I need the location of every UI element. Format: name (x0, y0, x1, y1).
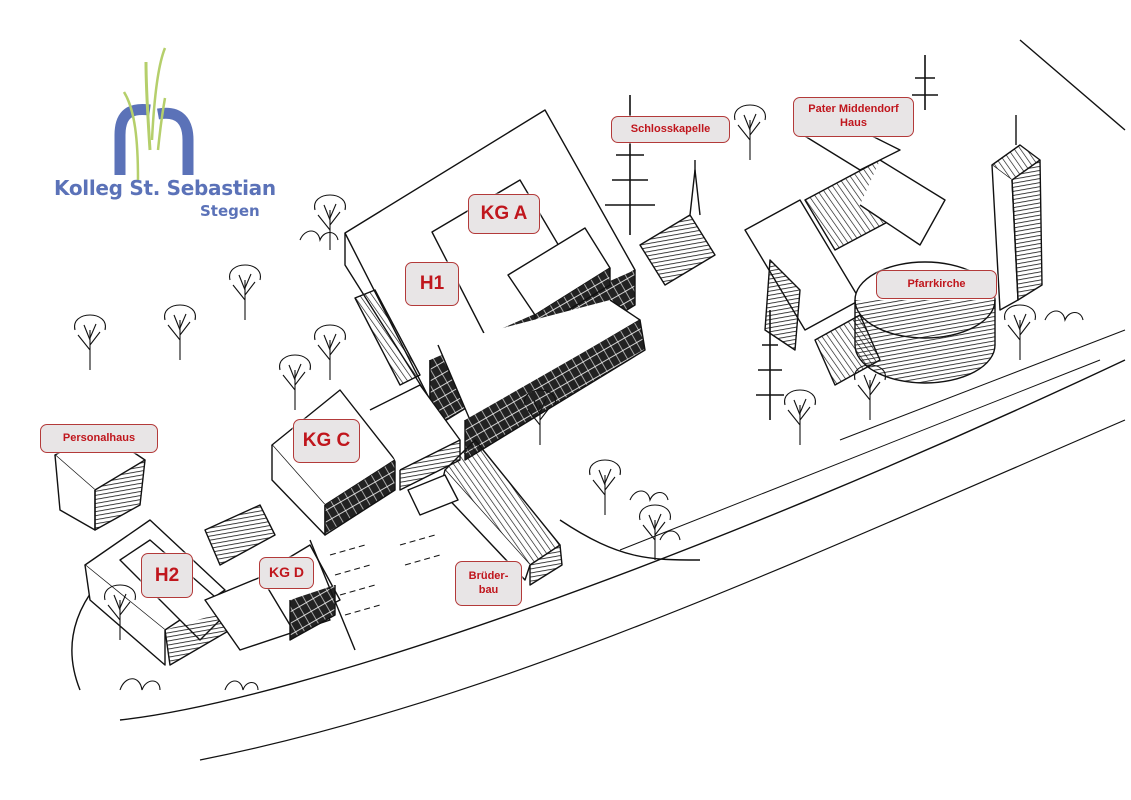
label-kg-a[interactable]: KG A (468, 194, 540, 234)
label-bruederbau[interactable]: Brüder-bau (455, 561, 522, 606)
logo-arch-icon (114, 47, 194, 180)
label-h1[interactable]: H1 (405, 262, 459, 306)
label-kg-d[interactable]: KG D (259, 557, 314, 589)
label-personalhaus[interactable]: Personalhaus (40, 424, 158, 453)
school-logo: Kolleg St. Sebastian Stegen (40, 40, 276, 230)
label-kg-c[interactable]: KG C (293, 419, 360, 463)
label-pfarrkirche[interactable]: Pfarrkirche (876, 270, 997, 299)
label-schlosskapelle[interactable]: Schlosskapelle (611, 116, 730, 143)
label-pater-middendorf-haus[interactable]: Pater Middendorf Haus (793, 97, 914, 137)
logo-location: Stegen (200, 202, 260, 220)
label-h2[interactable]: H2 (141, 553, 193, 598)
logo-school-name: Kolleg St. Sebastian (54, 176, 276, 200)
